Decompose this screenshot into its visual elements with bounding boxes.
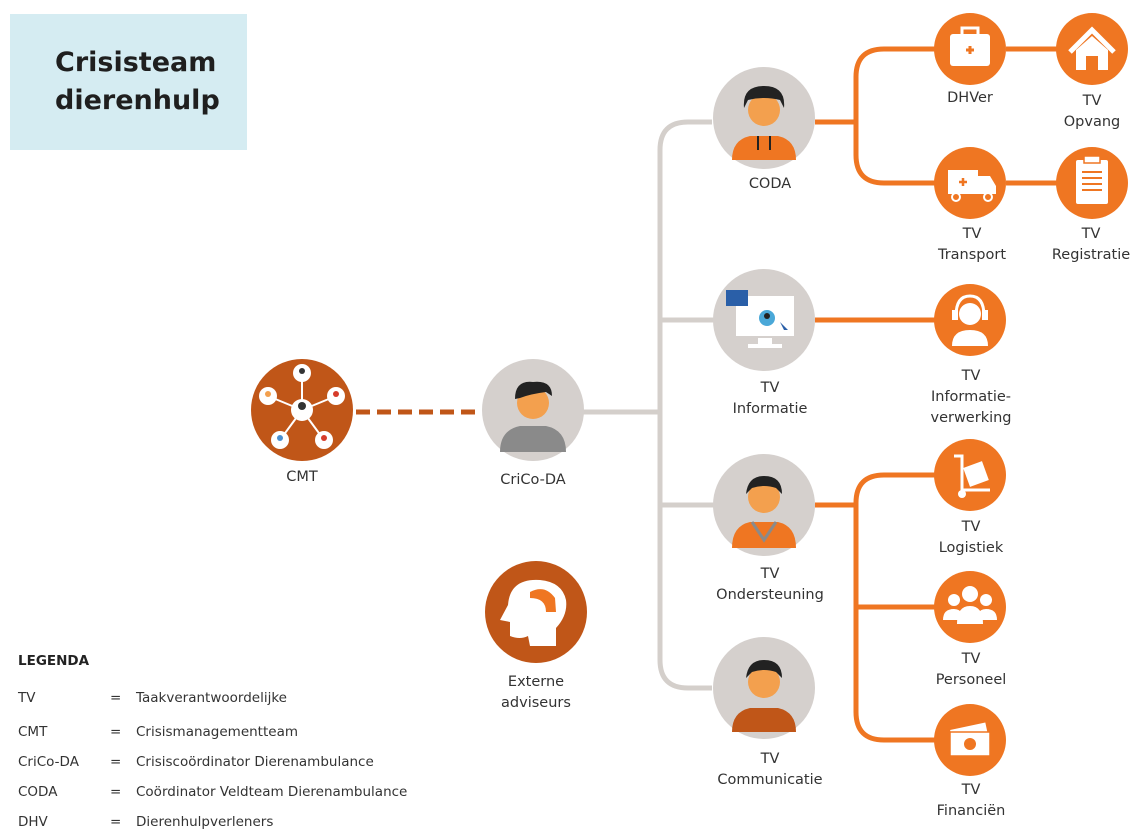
communicatie-line1: TV — [760, 751, 780, 767]
informatieverwerking-line2: Informatie- — [930, 389, 1012, 405]
opvang-node — [1056, 13, 1128, 85]
externe-line1: Externe — [507, 674, 565, 690]
transport-line2: Transport — [937, 247, 1007, 263]
legend-definition: Crisismanagementteam — [136, 724, 298, 740]
title-line-2: dierenhulp — [55, 85, 220, 116]
crico-da-label: CriCo-DA — [458, 470, 608, 491]
informatie-line2: Informatie — [732, 401, 808, 417]
opvang-line1: TV — [1082, 93, 1102, 109]
legend-abbr: TV — [18, 690, 36, 706]
legend-abbr: DHV — [18, 814, 48, 830]
hand-truck-icon — [954, 454, 990, 498]
person-icon — [500, 381, 566, 452]
ambulance-icon — [948, 170, 996, 202]
registratie-label: TV Registratie — [1016, 224, 1133, 266]
informatieverwerking-node — [934, 284, 1006, 356]
informatie-label: TV Informatie — [695, 378, 845, 420]
network-people-icon — [259, 364, 345, 449]
personeel-label: TV Personeel — [896, 649, 1046, 691]
group-icon — [943, 586, 997, 624]
vet-person-icon — [732, 86, 796, 160]
legend-definition: Crisiscoördinator Dierenambulance — [136, 754, 374, 770]
house-icon — [1068, 26, 1116, 70]
logistiek-label: TV Logistiek — [896, 517, 1046, 559]
crico-da-label-text: CriCo-DA — [500, 472, 566, 488]
externe-line2: adviseurs — [501, 695, 571, 711]
legend-definition: Dierenhulpverleners — [136, 814, 274, 830]
coda-label: CODA — [695, 174, 845, 195]
dhver-label: DHVer — [895, 88, 1045, 109]
externe-adviseurs-node — [485, 561, 587, 663]
ondersteuning-line1: TV — [760, 566, 780, 582]
communicatie-label: TV Communicatie — [695, 749, 845, 791]
legend-equals: = — [110, 724, 122, 740]
logistiek-line2: Logistiek — [938, 540, 1004, 556]
title-box: Crisisteam dierenhulp — [10, 14, 247, 150]
logistiek-node — [934, 439, 1006, 511]
personeel-node — [934, 571, 1006, 643]
registratie-node — [1056, 147, 1128, 219]
orange-connectors — [815, 46, 1057, 743]
opvang-line2: Opvang — [1063, 114, 1121, 130]
computer-screen-icon — [726, 290, 794, 348]
communicatie-line2: Communicatie — [717, 772, 823, 788]
cmt-node — [251, 359, 353, 461]
headset-icon — [952, 294, 988, 346]
ondersteuning-node — [713, 454, 815, 556]
informatie-line1: TV — [760, 380, 780, 396]
grey-connectors — [583, 119, 714, 691]
externe-adviseurs-label: Externe adviseurs — [461, 672, 611, 714]
transport-label: TV Transport — [897, 224, 1047, 266]
personeel-line1: TV — [961, 651, 981, 667]
registratie-line2: Registratie — [1051, 247, 1131, 263]
communicatie-node — [713, 637, 815, 739]
financien-line2: Financiën — [936, 803, 1006, 819]
person-icon — [732, 660, 796, 732]
legend-abbr: CODA — [18, 784, 58, 800]
cmt-label-text: CMT — [286, 469, 318, 485]
legend-title: LEGENDA — [18, 653, 90, 669]
dhver-node — [934, 13, 1006, 85]
title-line-1: Crisisteam — [55, 47, 217, 78]
legend-definition: Taakverantwoordelijke — [136, 690, 287, 706]
money-icon — [949, 722, 991, 757]
legend-equals: = — [110, 754, 122, 770]
head-brain-icon — [500, 579, 567, 646]
legend-abbr: CMT — [18, 724, 48, 740]
transport-node — [934, 147, 1006, 219]
dhver-label-text: DHVer — [947, 90, 993, 106]
ondersteuning-line2: Ondersteuning — [716, 587, 824, 603]
legend-equals: = — [110, 814, 122, 830]
cmt-label: CMT — [227, 467, 377, 488]
financien-label: TV Financiën — [896, 780, 1046, 822]
informatieverwerking-line3: verwerking — [930, 410, 1012, 426]
informatieverwerking-line1: TV — [961, 368, 981, 384]
personeel-line2: Personeel — [935, 672, 1007, 688]
vest-person-icon — [732, 476, 796, 548]
legend-equals: = — [110, 690, 122, 706]
informatieverwerking-label: TV Informatie- verwerking — [896, 366, 1046, 429]
legend-equals: = — [110, 784, 122, 800]
financien-node — [934, 704, 1006, 776]
financien-line1: TV — [961, 782, 981, 798]
coda-node — [713, 67, 815, 169]
clipboard-icon — [1076, 155, 1108, 204]
registratie-line1: TV — [1081, 226, 1101, 242]
legend-abbr: CriCo-DA — [18, 754, 79, 770]
medical-kit-icon — [950, 26, 990, 66]
diagram-title: Crisisteam dierenhulp — [55, 44, 220, 120]
informatie-node — [713, 269, 815, 371]
opvang-label: TV Opvang — [1017, 91, 1133, 133]
ondersteuning-label: TV Ondersteuning — [695, 564, 845, 606]
transport-line1: TV — [962, 226, 982, 242]
legend-definition: Coördinator Veldteam Dierenambulance — [136, 784, 408, 800]
crico-da-node — [482, 359, 584, 461]
logistiek-line1: TV — [961, 519, 981, 535]
coda-label-text: CODA — [748, 176, 792, 192]
